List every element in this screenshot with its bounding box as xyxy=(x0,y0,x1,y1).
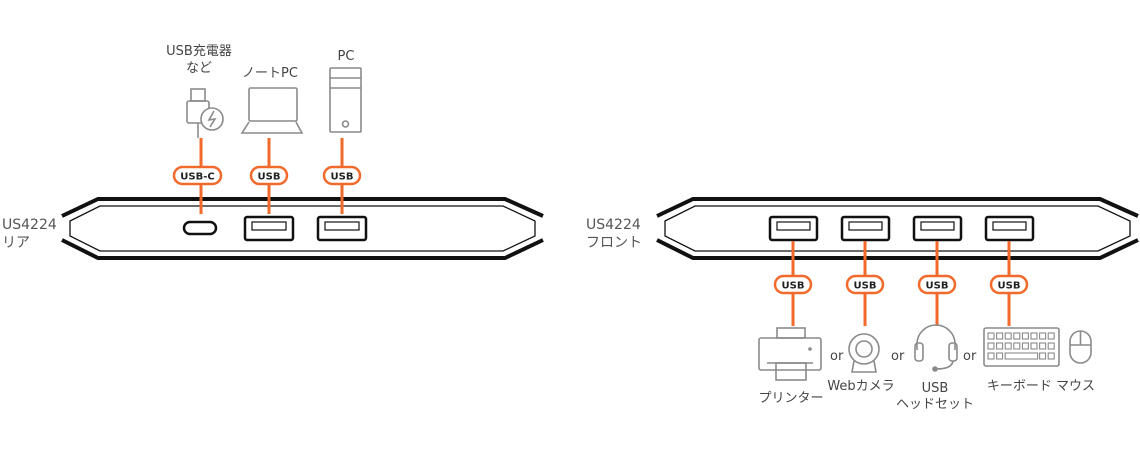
key xyxy=(996,332,1004,340)
key xyxy=(1030,342,1038,350)
rear-device xyxy=(61,197,544,260)
printer-icon xyxy=(758,327,822,381)
laptop-label: ノートPC xyxy=(242,66,298,81)
badge-usb: USB xyxy=(989,274,1029,295)
front-device-name: US4224 xyxy=(586,217,641,233)
usb-a-port xyxy=(768,215,819,242)
usb-c-charger-icon xyxy=(186,88,224,138)
front-cables xyxy=(791,241,1011,326)
headset-icon xyxy=(914,324,958,372)
spacebar-key xyxy=(1004,352,1039,360)
key xyxy=(1013,342,1021,350)
pc-label: PC xyxy=(338,49,355,64)
keyboard-mouse-label: キーボード マウス xyxy=(987,379,1095,394)
key xyxy=(1030,332,1038,340)
key xyxy=(1039,342,1047,350)
badge-usb: USB xyxy=(845,274,885,295)
key xyxy=(1004,332,1012,340)
key xyxy=(1021,332,1029,340)
usb-c-port xyxy=(182,220,218,236)
or-label: or xyxy=(963,349,977,364)
rear-device-name: US4224 xyxy=(2,217,57,233)
printer-label: プリンター xyxy=(758,391,823,406)
svg-text:USB-C: USB-C xyxy=(180,172,214,183)
keyboard-icon xyxy=(983,327,1060,367)
usb-a-port xyxy=(243,215,295,242)
key xyxy=(996,352,1004,360)
key xyxy=(987,342,995,350)
charger-label: など xyxy=(186,61,212,76)
webcam-label: Webカメラ xyxy=(827,379,894,394)
key xyxy=(1039,332,1047,340)
key xyxy=(996,342,1004,350)
mouse-icon xyxy=(1069,330,1092,364)
charger-label: USB充電器 xyxy=(166,43,232,59)
key xyxy=(1047,332,1055,340)
key xyxy=(987,352,995,360)
usb-a-port xyxy=(840,215,891,242)
desktop-pc-icon xyxy=(329,67,362,133)
svg-text:USB: USB xyxy=(782,281,805,292)
badge-usb: USB xyxy=(249,165,289,186)
svg-text:USB: USB xyxy=(998,281,1021,292)
svg-text:USB: USB xyxy=(331,172,354,183)
badge-usb: USB xyxy=(322,165,362,186)
laptop-icon xyxy=(240,87,304,134)
key xyxy=(1021,342,1029,350)
usb-a-port xyxy=(984,215,1035,242)
usb-a-port xyxy=(912,215,963,242)
svg-text:USB: USB xyxy=(926,281,949,292)
key xyxy=(1039,352,1047,360)
front-device-side: フロント xyxy=(586,235,642,251)
svg-text:USB: USB xyxy=(258,172,281,183)
or-label: or xyxy=(830,349,844,364)
rear-device-side: リア xyxy=(2,235,30,251)
or-label: or xyxy=(891,349,905,364)
key xyxy=(1047,352,1055,360)
key xyxy=(1013,332,1021,340)
usb-a-port xyxy=(316,215,368,242)
key xyxy=(987,332,995,340)
webcam-icon xyxy=(848,333,880,373)
badge-usb: USB xyxy=(917,274,957,295)
badge-usb-c: USB-C xyxy=(172,165,223,186)
front-device xyxy=(656,197,1139,260)
badge-usb: USB xyxy=(773,274,813,295)
key xyxy=(1004,342,1012,350)
headset-label: USB xyxy=(922,381,949,396)
svg-text:USB: USB xyxy=(854,281,877,292)
key xyxy=(1047,342,1055,350)
headset-label: ヘッドセット xyxy=(896,397,974,412)
